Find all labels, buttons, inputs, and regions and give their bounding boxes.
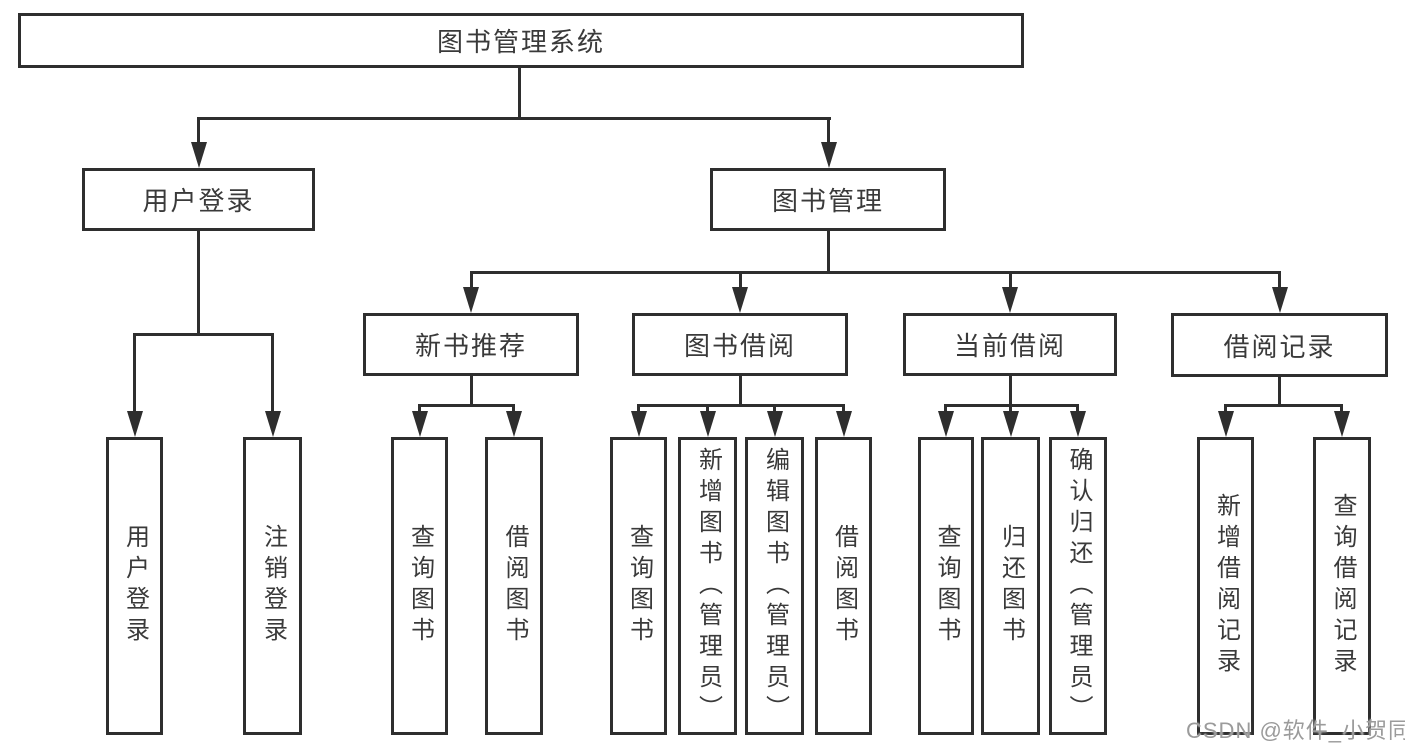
- connector-line: [197, 117, 831, 120]
- connector-line: [1278, 271, 1281, 289]
- leaf-return-books: 归还图书: [981, 437, 1040, 735]
- leaf-search-borrow-record: 查询借阅记录: [1313, 437, 1371, 735]
- connector-line: [1076, 404, 1079, 413]
- arrow-down-icon: [126, 411, 143, 437]
- connector-line: [1278, 376, 1281, 407]
- leaf-return-books-label: 归还图书: [997, 524, 1025, 648]
- node-current-borrowing-label: 当前借阅: [953, 331, 1066, 361]
- arrow-down-icon: [463, 287, 479, 313]
- arrow-down-icon: [1070, 411, 1086, 437]
- node-user-login: 用户登录: [82, 168, 315, 231]
- leaf-confirm-return-admin-label: 确认归还（管理员）: [1065, 446, 1092, 726]
- csdn-watermark: CSDN @软件_小贺同学: [1186, 718, 1405, 743]
- connector-line: [637, 404, 845, 407]
- leaf-edit-books-admin: 编辑图书（管理员）: [745, 437, 804, 735]
- connector-line: [512, 404, 515, 413]
- connector-line: [133, 333, 136, 413]
- arrow-down-icon: [820, 142, 837, 168]
- leaf-search-borrow-record-label: 查询借阅记录: [1329, 493, 1356, 679]
- node-library-system-label: 图书管理系统: [436, 27, 605, 57]
- node-book-management: 图书管理: [710, 168, 946, 231]
- leaf-borrow-books-recommend: 借阅图书: [485, 437, 543, 735]
- arrow-down-icon: [1002, 287, 1018, 313]
- connector-line: [1009, 271, 1012, 289]
- arrow-down-icon: [1271, 287, 1288, 313]
- leaf-user-login: 用户登录: [106, 437, 163, 735]
- leaf-add-books-admin: 新增图书（管理员）: [678, 437, 737, 735]
- leaf-confirm-return-admin: 确认归还（管理员）: [1049, 437, 1107, 735]
- arrow-down-icon: [699, 411, 716, 437]
- connector-line: [827, 117, 830, 144]
- leaf-add-books-admin-label: 新增图书（管理员）: [694, 446, 722, 726]
- node-book-borrowing-label: 图书借阅: [683, 331, 796, 361]
- connector-line: [518, 68, 521, 120]
- connector-line: [418, 404, 421, 413]
- arrow-down-icon: [1217, 411, 1234, 437]
- leaf-logout: 注销登录: [243, 437, 302, 735]
- arrow-down-icon: [190, 142, 207, 168]
- connector-line: [470, 271, 1281, 274]
- node-borrow-records-label: 借阅记录: [1223, 331, 1336, 362]
- node-library-system: 图书管理系统: [18, 13, 1024, 68]
- leaf-user-login-label: 用户登录: [121, 524, 149, 648]
- node-borrow-records: 借阅记录: [1171, 313, 1388, 377]
- node-new-book-recommend-label: 新书推荐: [414, 331, 527, 361]
- node-book-borrowing: 图书借阅: [632, 313, 848, 376]
- leaf-search-books-recommend: 查询图书: [391, 437, 448, 735]
- connector-line: [944, 404, 947, 413]
- leaf-add-borrow-record-label: 新增借阅记录: [1212, 493, 1240, 679]
- arrow-down-icon: [835, 411, 852, 437]
- connector-line: [470, 271, 473, 289]
- arrow-down-icon: [411, 411, 428, 437]
- connector-line: [133, 333, 274, 336]
- leaf-search-books-borrowing: 查询图书: [610, 437, 667, 735]
- arrow-down-icon: [732, 287, 748, 313]
- connector-line: [1009, 404, 1012, 413]
- connector-line: [1224, 404, 1343, 407]
- connector-line: [197, 117, 200, 144]
- leaf-add-borrow-record: 新增借阅记录: [1197, 437, 1254, 735]
- leaf-borrow-books-recommend-label: 借阅图书: [501, 524, 528, 648]
- arrow-down-icon: [506, 411, 522, 437]
- leaf-logout-label: 注销登录: [259, 524, 287, 648]
- arrow-down-icon: [264, 411, 281, 437]
- connector-line: [418, 404, 515, 407]
- leaf-borrow-books: 借阅图书: [815, 437, 872, 735]
- arrow-down-icon: [766, 411, 783, 437]
- connector-line: [706, 404, 709, 413]
- leaf-edit-books-admin-label: 编辑图书（管理员）: [761, 446, 789, 726]
- connector-line: [470, 376, 473, 407]
- connector-line: [842, 404, 845, 413]
- node-new-book-recommend: 新书推荐: [363, 313, 579, 376]
- arrow-down-icon: [1334, 411, 1350, 437]
- arrow-down-icon: [630, 411, 647, 437]
- leaf-borrow-books-label: 借阅图书: [830, 524, 858, 648]
- arrow-down-icon: [938, 411, 954, 437]
- leaf-search-books-current-label: 查询图书: [933, 524, 960, 648]
- node-book-management-label: 图书管理: [771, 186, 884, 216]
- connector-line: [773, 404, 776, 413]
- connector-line: [271, 333, 274, 413]
- connector-line: [197, 231, 200, 336]
- node-current-borrowing: 当前借阅: [903, 313, 1117, 376]
- arrow-down-icon: [1002, 411, 1019, 437]
- leaf-search-books-borrowing-label: 查询图书: [625, 524, 653, 648]
- leaf-search-books-current: 查询图书: [918, 437, 974, 735]
- connector-line: [827, 231, 830, 274]
- connector-line: [637, 404, 640, 413]
- node-user-login-label: 用户登录: [142, 186, 255, 216]
- connector-line: [739, 376, 742, 407]
- connector-line: [739, 271, 742, 289]
- connector-line: [1009, 376, 1012, 407]
- connector-line: [1340, 404, 1343, 413]
- connector-line: [1224, 404, 1227, 413]
- leaf-search-books-recommend-label: 查询图书: [406, 524, 434, 648]
